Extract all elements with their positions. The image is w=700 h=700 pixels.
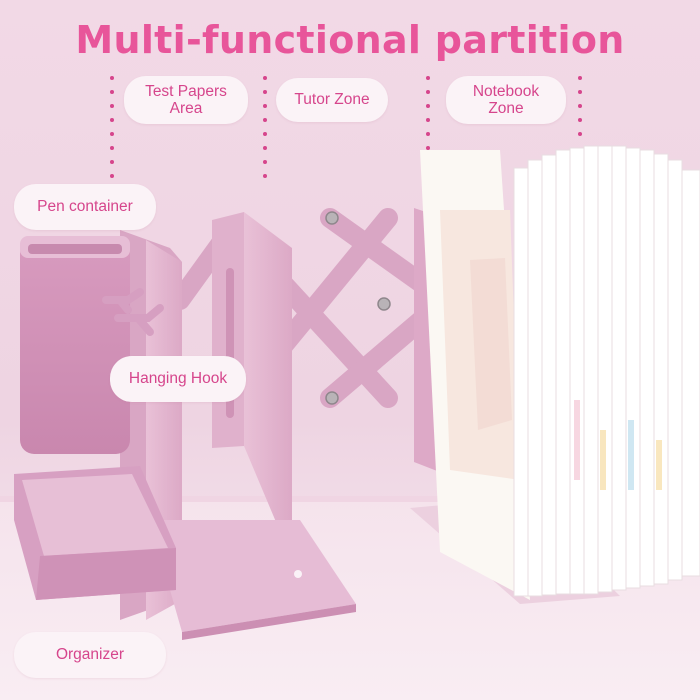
label-hanging-hook: Hanging Hook bbox=[110, 356, 246, 402]
label-organizer: Organizer bbox=[14, 632, 166, 678]
label-test-papers-area: Test Papers Area bbox=[124, 76, 248, 124]
label-notebook-zone: Notebook Zone bbox=[446, 76, 566, 124]
divider-1 bbox=[110, 76, 114, 178]
label-hanging-hook-text: Hanging Hook bbox=[128, 370, 228, 388]
label-tutor-zone: Tutor Zone bbox=[276, 78, 388, 122]
organizer-tray bbox=[14, 466, 176, 600]
zone-dividers bbox=[110, 76, 582, 178]
divider-3 bbox=[426, 76, 430, 150]
label-organizer-text: Organizer bbox=[55, 646, 125, 664]
book-stack bbox=[420, 145, 700, 600]
hanging-hooks bbox=[102, 288, 164, 336]
label-pen-container-text: Pen container bbox=[37, 198, 133, 216]
page-title: Multi-functional partition bbox=[75, 18, 625, 62]
label-notebook-zone-text: Notebook Zone bbox=[472, 82, 540, 117]
label-tutor-zone-text: Tutor Zone bbox=[294, 91, 370, 109]
divider-4 bbox=[578, 76, 582, 136]
pen-container-cup bbox=[20, 236, 130, 454]
shelf-edge bbox=[0, 496, 700, 502]
divider-2 bbox=[263, 76, 267, 178]
label-test-papers-text: Test Papers Area bbox=[145, 82, 227, 117]
book-spine-colors bbox=[574, 400, 662, 490]
label-pen-container: Pen container bbox=[14, 184, 156, 230]
